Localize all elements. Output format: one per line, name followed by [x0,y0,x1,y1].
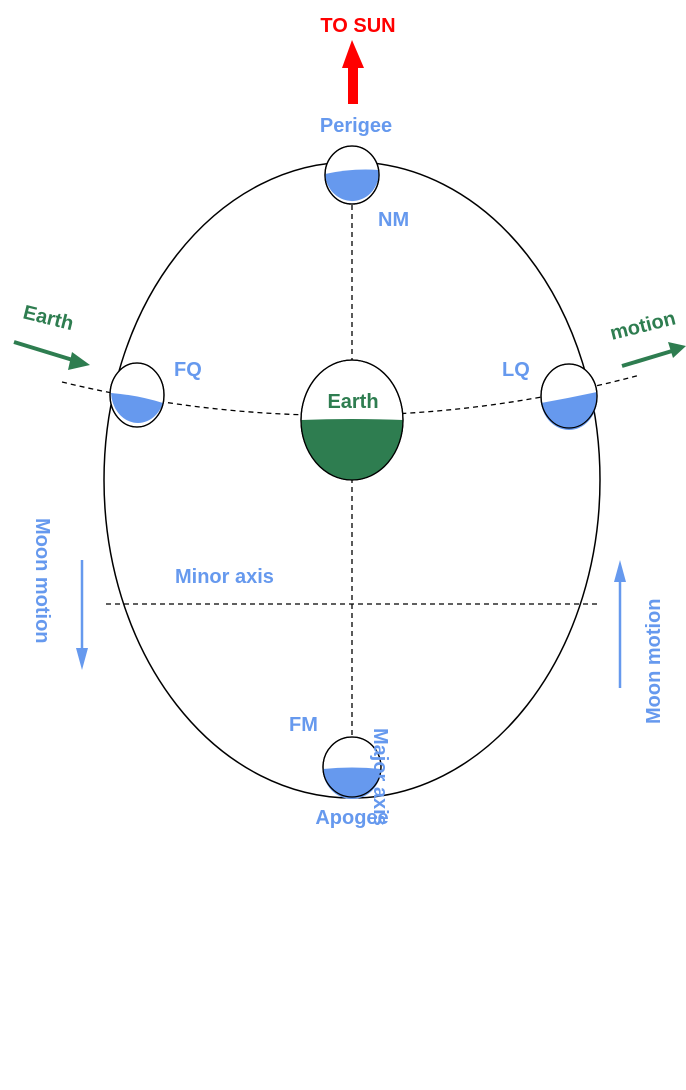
fq-label: FQ [174,359,202,381]
earth-motion-arrow-left [13,340,90,370]
moon-motion-label-left: Moon motion [31,518,53,644]
earth-motion-label-right: motion [608,307,678,344]
moon-motion-label-right: Moon motion [643,598,665,724]
earth-globe [300,359,404,481]
earth-center-label: Earth [327,391,378,413]
earth-motion-arrow-right [621,342,686,368]
major-axis-label: Major axis [369,728,391,826]
moon-new-moon [324,145,380,205]
moon-full-moon [322,736,382,799]
moon-last-quarter [540,363,598,430]
minor-axis-label: Minor axis [175,566,274,588]
moon-motion-arrow-left [76,560,88,670]
sun-direction-arrow [342,40,364,104]
earth-motion-label-left: Earth [21,302,76,336]
moon-first-quarter [109,362,165,428]
fm-label: FM [289,714,318,736]
perigee-label: Perigee [320,115,392,137]
apogee-label: Apogee [315,807,388,829]
lq-label: LQ [502,359,530,381]
to-sun-label: TO SUN [320,15,395,37]
moon-motion-arrow-right [614,560,626,688]
nm-label: NM [378,209,409,231]
